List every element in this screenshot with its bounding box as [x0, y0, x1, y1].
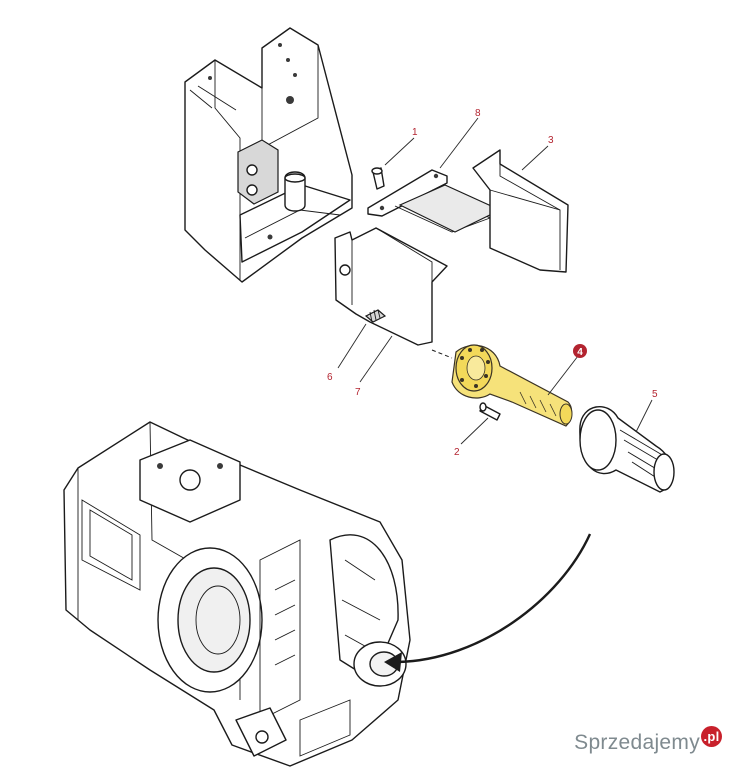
transmission-housing	[63, 421, 411, 767]
callout-labels: 1 8 3 4 5 6 7 2	[327, 108, 658, 458]
callout-4-badge	[573, 344, 587, 358]
bearing-cap-part-5	[579, 405, 675, 493]
callout-5: 5	[652, 389, 658, 400]
assembly-arrow	[384, 533, 592, 672]
shaft-part-4	[451, 344, 573, 427]
callout-leaders	[337, 117, 653, 445]
callout-6: 6	[327, 372, 333, 383]
watermark-text: Sprzedajemy	[574, 731, 700, 754]
plate-part-8	[367, 169, 502, 233]
bolt-part-1	[371, 167, 385, 190]
bolt-part-2	[479, 402, 501, 421]
callout-4: 4	[577, 347, 583, 358]
callout-1: 1	[412, 127, 418, 138]
support-bracket	[184, 27, 353, 283]
assembly-guide-line	[431, 349, 453, 359]
watermark-badge: .pl	[701, 726, 722, 747]
callout-2: 2	[454, 447, 460, 458]
guard-part-7	[334, 227, 448, 346]
callout-8: 8	[475, 108, 481, 119]
watermark-logo: Sprzedajemy.pl	[574, 726, 722, 755]
callout-7: 7	[355, 387, 361, 398]
callout-3: 3	[548, 135, 554, 146]
cover-part-3	[472, 149, 569, 273]
